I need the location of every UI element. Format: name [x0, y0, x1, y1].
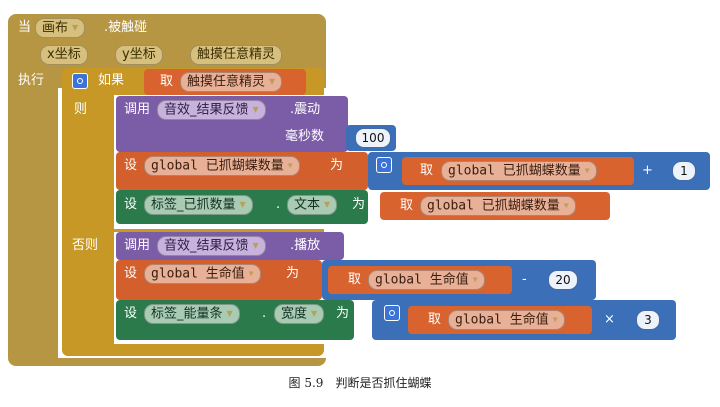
number-field[interactable]: 1: [672, 161, 696, 181]
var-dropdown-life[interactable]: global 生命值▼: [144, 264, 261, 284]
component-dropdown-label-count[interactable]: 标签_已抓数量▼: [144, 195, 253, 215]
chevron-down-icon: ▼: [472, 275, 478, 284]
arg-ms-label: 毫秒数: [285, 129, 325, 144]
get-label: 取: [400, 198, 414, 213]
chevron-down-icon: ▼: [239, 200, 246, 209]
dot: .: [276, 197, 281, 212]
var-dropdown-count[interactable]: global 已抓蝴蝶数量▼: [144, 156, 300, 176]
to-label: 为: [336, 306, 350, 321]
var-dropdown-count-get[interactable]: global 已抓蝴蝶数量▼: [441, 161, 597, 181]
call-label: 调用: [124, 102, 151, 117]
method-play: .播放: [290, 238, 321, 253]
dot: .: [262, 306, 267, 321]
component-dropdown-sound-2[interactable]: 音效_结果反馈▼: [157, 236, 266, 256]
set-label: 设: [124, 266, 138, 281]
number-field[interactable]: 100: [355, 128, 391, 148]
event-prefix: 当: [18, 20, 32, 35]
operator-plus: +: [642, 163, 653, 178]
to-label: 为: [352, 197, 366, 212]
param-x[interactable]: x坐标: [40, 45, 88, 65]
get-label: 取: [160, 74, 174, 89]
component-dropdown-sound[interactable]: 音效_结果反馈▼: [157, 100, 266, 120]
chevron-down-icon: ▼: [252, 241, 259, 250]
event-name: .被触碰: [104, 20, 148, 35]
get-label: 取: [348, 272, 362, 287]
call-label: 调用: [124, 238, 151, 253]
prop-dropdown-text[interactable]: 文本▼: [287, 195, 338, 215]
method-vibrate: .震动: [290, 102, 321, 117]
param-y[interactable]: y坐标: [115, 45, 163, 65]
chevron-down-icon: ▼: [324, 200, 331, 209]
chevron-down-icon: ▼: [252, 105, 259, 114]
number-field[interactable]: 3: [636, 310, 660, 330]
number-field[interactable]: 20: [548, 270, 578, 290]
param-sprite[interactable]: 触摸任意精灵: [190, 45, 283, 65]
component-dropdown-label-energy[interactable]: 标签_能量条▼: [144, 304, 240, 324]
chevron-down-icon: ▼: [226, 309, 233, 318]
var-dropdown-sprite[interactable]: 触摸任意精灵▼: [180, 72, 283, 92]
then-label: 则: [74, 102, 88, 117]
var-dropdown-life-get[interactable]: global 生命值▼: [368, 270, 485, 290]
set-label: 设: [124, 306, 138, 321]
operator-minus: -: [522, 272, 527, 287]
chevron-down-icon: ▼: [311, 309, 318, 318]
component-dropdown-canvas[interactable]: 画布▼: [35, 18, 86, 38]
chevron-down-icon: ▼: [287, 161, 293, 170]
set-label: 设: [124, 158, 138, 173]
prop-dropdown-width[interactable]: 宽度▼: [274, 304, 325, 324]
var-dropdown-count-get-2[interactable]: global 已抓蝴蝶数量▼: [420, 196, 576, 216]
to-label: 为: [330, 158, 344, 173]
var-dropdown-life-get-2[interactable]: global 生命值▼: [448, 310, 565, 330]
figure-caption: 图 5.9 判断是否抓住蝴蝶: [288, 376, 432, 390]
mutator-gear-icon[interactable]: [384, 305, 400, 321]
do-label: 执行: [18, 73, 45, 88]
else-label: 否则: [72, 238, 99, 253]
chevron-down-icon: ▼: [563, 201, 569, 210]
operator-multiply: ×: [604, 312, 615, 327]
to-label: 为: [286, 266, 300, 281]
chevron-down-icon: ▼: [584, 166, 590, 175]
mutator-gear-icon[interactable]: [376, 157, 392, 173]
chevron-down-icon: ▼: [72, 23, 79, 32]
get-label: 取: [420, 163, 434, 178]
chevron-down-icon: ▼: [269, 77, 276, 86]
chevron-down-icon: ▼: [552, 315, 558, 324]
set-label: 设: [124, 197, 138, 212]
get-label: 取: [428, 312, 442, 327]
if-label: 如果: [98, 73, 125, 88]
chevron-down-icon: ▼: [248, 269, 254, 278]
mutator-gear-icon[interactable]: [72, 73, 88, 89]
